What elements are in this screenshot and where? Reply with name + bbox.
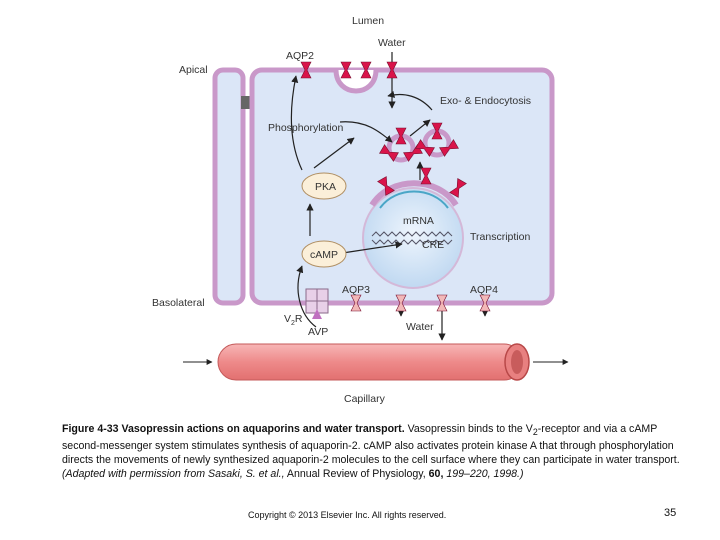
arrow-camp-cre <box>335 241 403 255</box>
v2r-label: V2R <box>284 313 303 327</box>
capillary-lumen <box>511 350 523 374</box>
er-membrane <box>369 180 459 207</box>
caption-body-1: Vasopressin binds to the V <box>407 423 533 435</box>
capillary <box>217 343 523 381</box>
caption-body-sub: 2 <box>532 427 538 438</box>
aqp2-apical-channel <box>300 61 312 79</box>
aqp2-label: AQP2 <box>286 50 314 62</box>
neighbor-cell <box>212 67 246 306</box>
copyright-notice: Copyright © 2013 Elsevier Inc. All right… <box>248 510 447 520</box>
nucleus <box>362 187 464 289</box>
aqp3-channel <box>395 294 407 312</box>
aqp2-er-channel <box>420 167 432 185</box>
arrow-avp-camp <box>296 265 317 328</box>
aqp2-er-channel <box>377 176 395 196</box>
aqp3-label: AQP3 <box>342 284 370 296</box>
aqp2-apical-channel <box>340 61 352 79</box>
water-bottom-label: Water <box>406 321 434 333</box>
arrow-pka-aqp2 <box>290 75 303 171</box>
aqp4-channel <box>479 294 491 312</box>
aqp2-er-channel <box>449 178 467 198</box>
capillary-label: Capillary <box>344 393 386 405</box>
basolateral-label: Basolateral <box>152 297 205 309</box>
camp-node <box>301 240 347 268</box>
aqp2-vesicle-channel <box>415 139 435 157</box>
figure-title: Vasopressin actions on aquaporins and wa… <box>121 423 405 435</box>
pka-node <box>301 172 347 200</box>
aqp2-vesicle-channel <box>395 127 407 145</box>
v2r-label-sub: 2 <box>291 320 295 327</box>
dna-strand-2 <box>371 239 453 245</box>
v2r-label-r: R <box>295 313 303 325</box>
aqp2-vesicle-channel <box>431 122 443 140</box>
caption-source-journal: Annual Review of Physiology, <box>286 468 426 481</box>
mrna-label: mRNA <box>403 215 434 227</box>
aqp2-vesicle-channel <box>439 139 459 157</box>
er-inner <box>379 190 449 209</box>
arrow-pka-phospho <box>313 137 355 169</box>
cre-label: CRE <box>422 239 444 251</box>
pka-label: PKA <box>315 181 336 193</box>
apical-pit <box>333 69 379 94</box>
page-number: 35 <box>664 507 677 519</box>
aqp4-channel <box>436 294 448 312</box>
caption-source-volume: 60, <box>428 468 444 481</box>
apical-label: Apical <box>179 64 208 76</box>
aqp3-channel <box>350 294 362 312</box>
avp-label: AVP <box>308 326 328 338</box>
caption-source-1: (Adapted with permission from Sasaki, S.… <box>62 468 285 481</box>
transcription-label: Transcription <box>470 231 530 243</box>
caption-source-2: 199–220, 1998.) <box>446 468 524 481</box>
aqp2-vesicle-channel <box>403 144 423 162</box>
aqp4-label: AQP4 <box>470 284 498 296</box>
figure-caption: Figure 4-33 Vasopressin actions on aquap… <box>62 422 682 481</box>
v2r-label-v: V <box>284 313 291 325</box>
exo-endo-label: Exo- & Endocytosis <box>440 95 531 107</box>
camp-label: cAMP <box>310 249 338 261</box>
water-top-label: Water <box>378 37 406 49</box>
figure-label: Figure 4-33 <box>62 423 119 435</box>
dna-strand <box>371 231 453 237</box>
lumen-label: Lumen <box>352 15 384 27</box>
aqp2-apical-channel <box>360 61 372 79</box>
aqp2-apical-channel <box>386 61 398 79</box>
arrow-endo <box>409 119 431 137</box>
tight-junction <box>241 96 252 109</box>
arrow-phospho-vesicle <box>339 121 393 143</box>
phosphorylation-label: Phosphorylation <box>268 122 343 134</box>
aqp2-vesicle-channel <box>379 144 399 162</box>
vasopressin-diagram: Lumen Water AQP2 Apical Exo- & Endocytos… <box>152 15 569 405</box>
aquaporin-layer <box>300 61 491 312</box>
avp-ligand <box>312 309 322 319</box>
caption-body-2: -receptor and via a cAMP second-messenge… <box>62 423 680 467</box>
